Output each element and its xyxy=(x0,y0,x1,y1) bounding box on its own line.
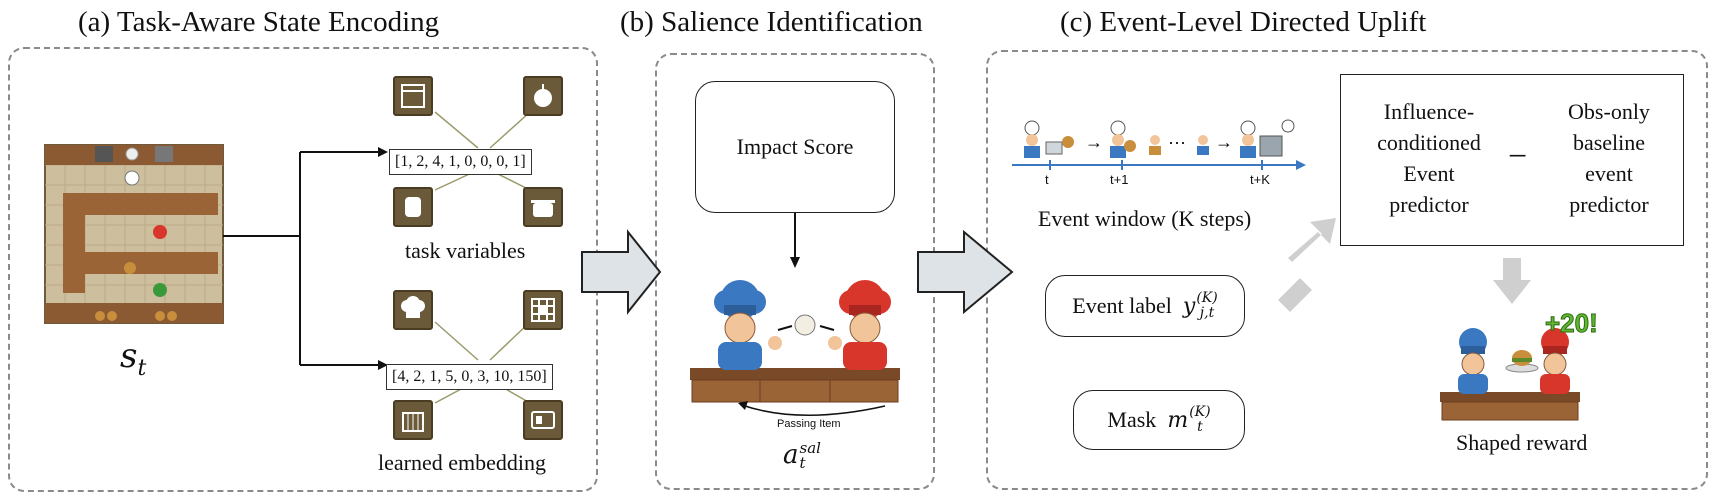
title-c: (c) Event-Level Directed Uplift xyxy=(1060,6,1427,38)
chefs-passing-illustration xyxy=(690,280,900,416)
state-label: st xyxy=(120,336,147,381)
title-a: (a) Task-Aware State Encoding xyxy=(78,6,440,38)
mask-box: Mask m(K)t xyxy=(1073,390,1245,450)
block-arrow-a-to-b xyxy=(581,229,662,315)
oven-icon xyxy=(393,76,433,116)
counter-icon xyxy=(523,400,563,440)
timeline-tick-t1: t+1 xyxy=(1110,172,1129,187)
reward-badge: +20! xyxy=(1545,308,1599,338)
impact-score-box: Impact Score xyxy=(695,81,895,213)
chef-hat-icon xyxy=(393,290,433,330)
grid-icon xyxy=(523,290,563,330)
event-label-box: Event label y(K)j,t xyxy=(1045,275,1245,337)
event-window-caption: Event window (K steps) xyxy=(1038,206,1252,231)
predictor-box xyxy=(1340,74,1684,246)
shaped-reward-caption: Shaped reward xyxy=(1456,430,1588,455)
timeline-tick-tk: t+K xyxy=(1250,172,1270,187)
crate-icon xyxy=(393,400,433,440)
learned-embedding-vector: [4, 2, 1, 5, 0, 3, 10, 150] xyxy=(386,364,553,390)
grey-arrow-up-right-stem xyxy=(1278,278,1312,312)
event-timeline: → ··· → xyxy=(1012,119,1306,170)
task-variable-vector: [1, 2, 4, 1, 0, 0, 0, 1] xyxy=(389,149,532,175)
branch-arrows xyxy=(223,151,380,366)
minus-sign: − xyxy=(1508,138,1528,175)
grey-arrow-down xyxy=(1493,258,1531,304)
glove-icon xyxy=(393,187,433,227)
grey-arrow-up-right xyxy=(1288,218,1336,262)
obs-only-baseline-predictor: Obs-only baseline event predictor xyxy=(1568,99,1650,217)
influence-conditioned-predictor: Influence- conditioned Event predictor xyxy=(1377,99,1481,217)
onion-icon xyxy=(523,76,563,116)
svg-text:→: → xyxy=(1215,132,1233,152)
svg-text:→: → xyxy=(1085,132,1103,152)
passing-item-caption: Passing Item xyxy=(777,418,841,430)
svg-text:···: ··· xyxy=(1168,132,1186,152)
title-b: (b) Salience Identification xyxy=(620,6,923,38)
kitchen-grid-map xyxy=(44,144,224,324)
timeline-tick-t: t xyxy=(1045,172,1049,187)
task-variables-caption: task variables xyxy=(405,238,526,263)
learned-embedding-caption: learned embedding xyxy=(378,450,546,475)
block-arrow-b-to-c xyxy=(917,229,1014,315)
pot-icon xyxy=(523,187,563,227)
